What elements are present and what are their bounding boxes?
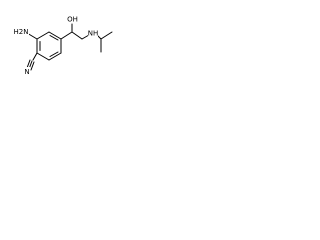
- bond-ring-to-carbinol: [60, 31, 73, 40]
- molecule-structure: OH NH H2N N: [0, 0, 118, 99]
- nitrile-triple-bond-3: [26, 59, 31, 69]
- amino-label-bg: [14, 27, 29, 36]
- ring-bond-1: [48, 31, 62, 40]
- amine-nh-label-bg: [88, 29, 98, 37]
- amino-label: H2N: [14, 28, 29, 36]
- bond-ch2-to-nh: [81, 34, 90, 40]
- hydroxyl-label-bg: [66, 15, 79, 23]
- bond-ring-to-nitrile-carbon: [32, 52, 38, 61]
- ring-double-bond-1: [49, 35, 59, 41]
- side-chain: [60, 23, 113, 53]
- nitrile-n-label: N: [24, 68, 29, 76]
- atom-labels: OH NH H2N N: [14, 15, 99, 76]
- hydroxyl-label: OH: [67, 16, 78, 24]
- structure-drawing: OH NH H2N N: [14, 15, 113, 76]
- bond-carbinol-to-ch2: [71, 31, 83, 40]
- ring-bond-6: [36, 31, 50, 40]
- nitrile-triple-bond-2: [30, 61, 35, 71]
- ring-bond-4: [36, 52, 50, 61]
- bond-ch-to-methyl-1: [100, 31, 113, 40]
- nitrile-n-label-bg: [23, 67, 30, 76]
- ring-double-bond-2: [49, 51, 59, 57]
- amine-nh-label: NH: [88, 30, 99, 38]
- ring-bond-3: [48, 52, 62, 61]
- benzene-ring: [36, 31, 62, 61]
